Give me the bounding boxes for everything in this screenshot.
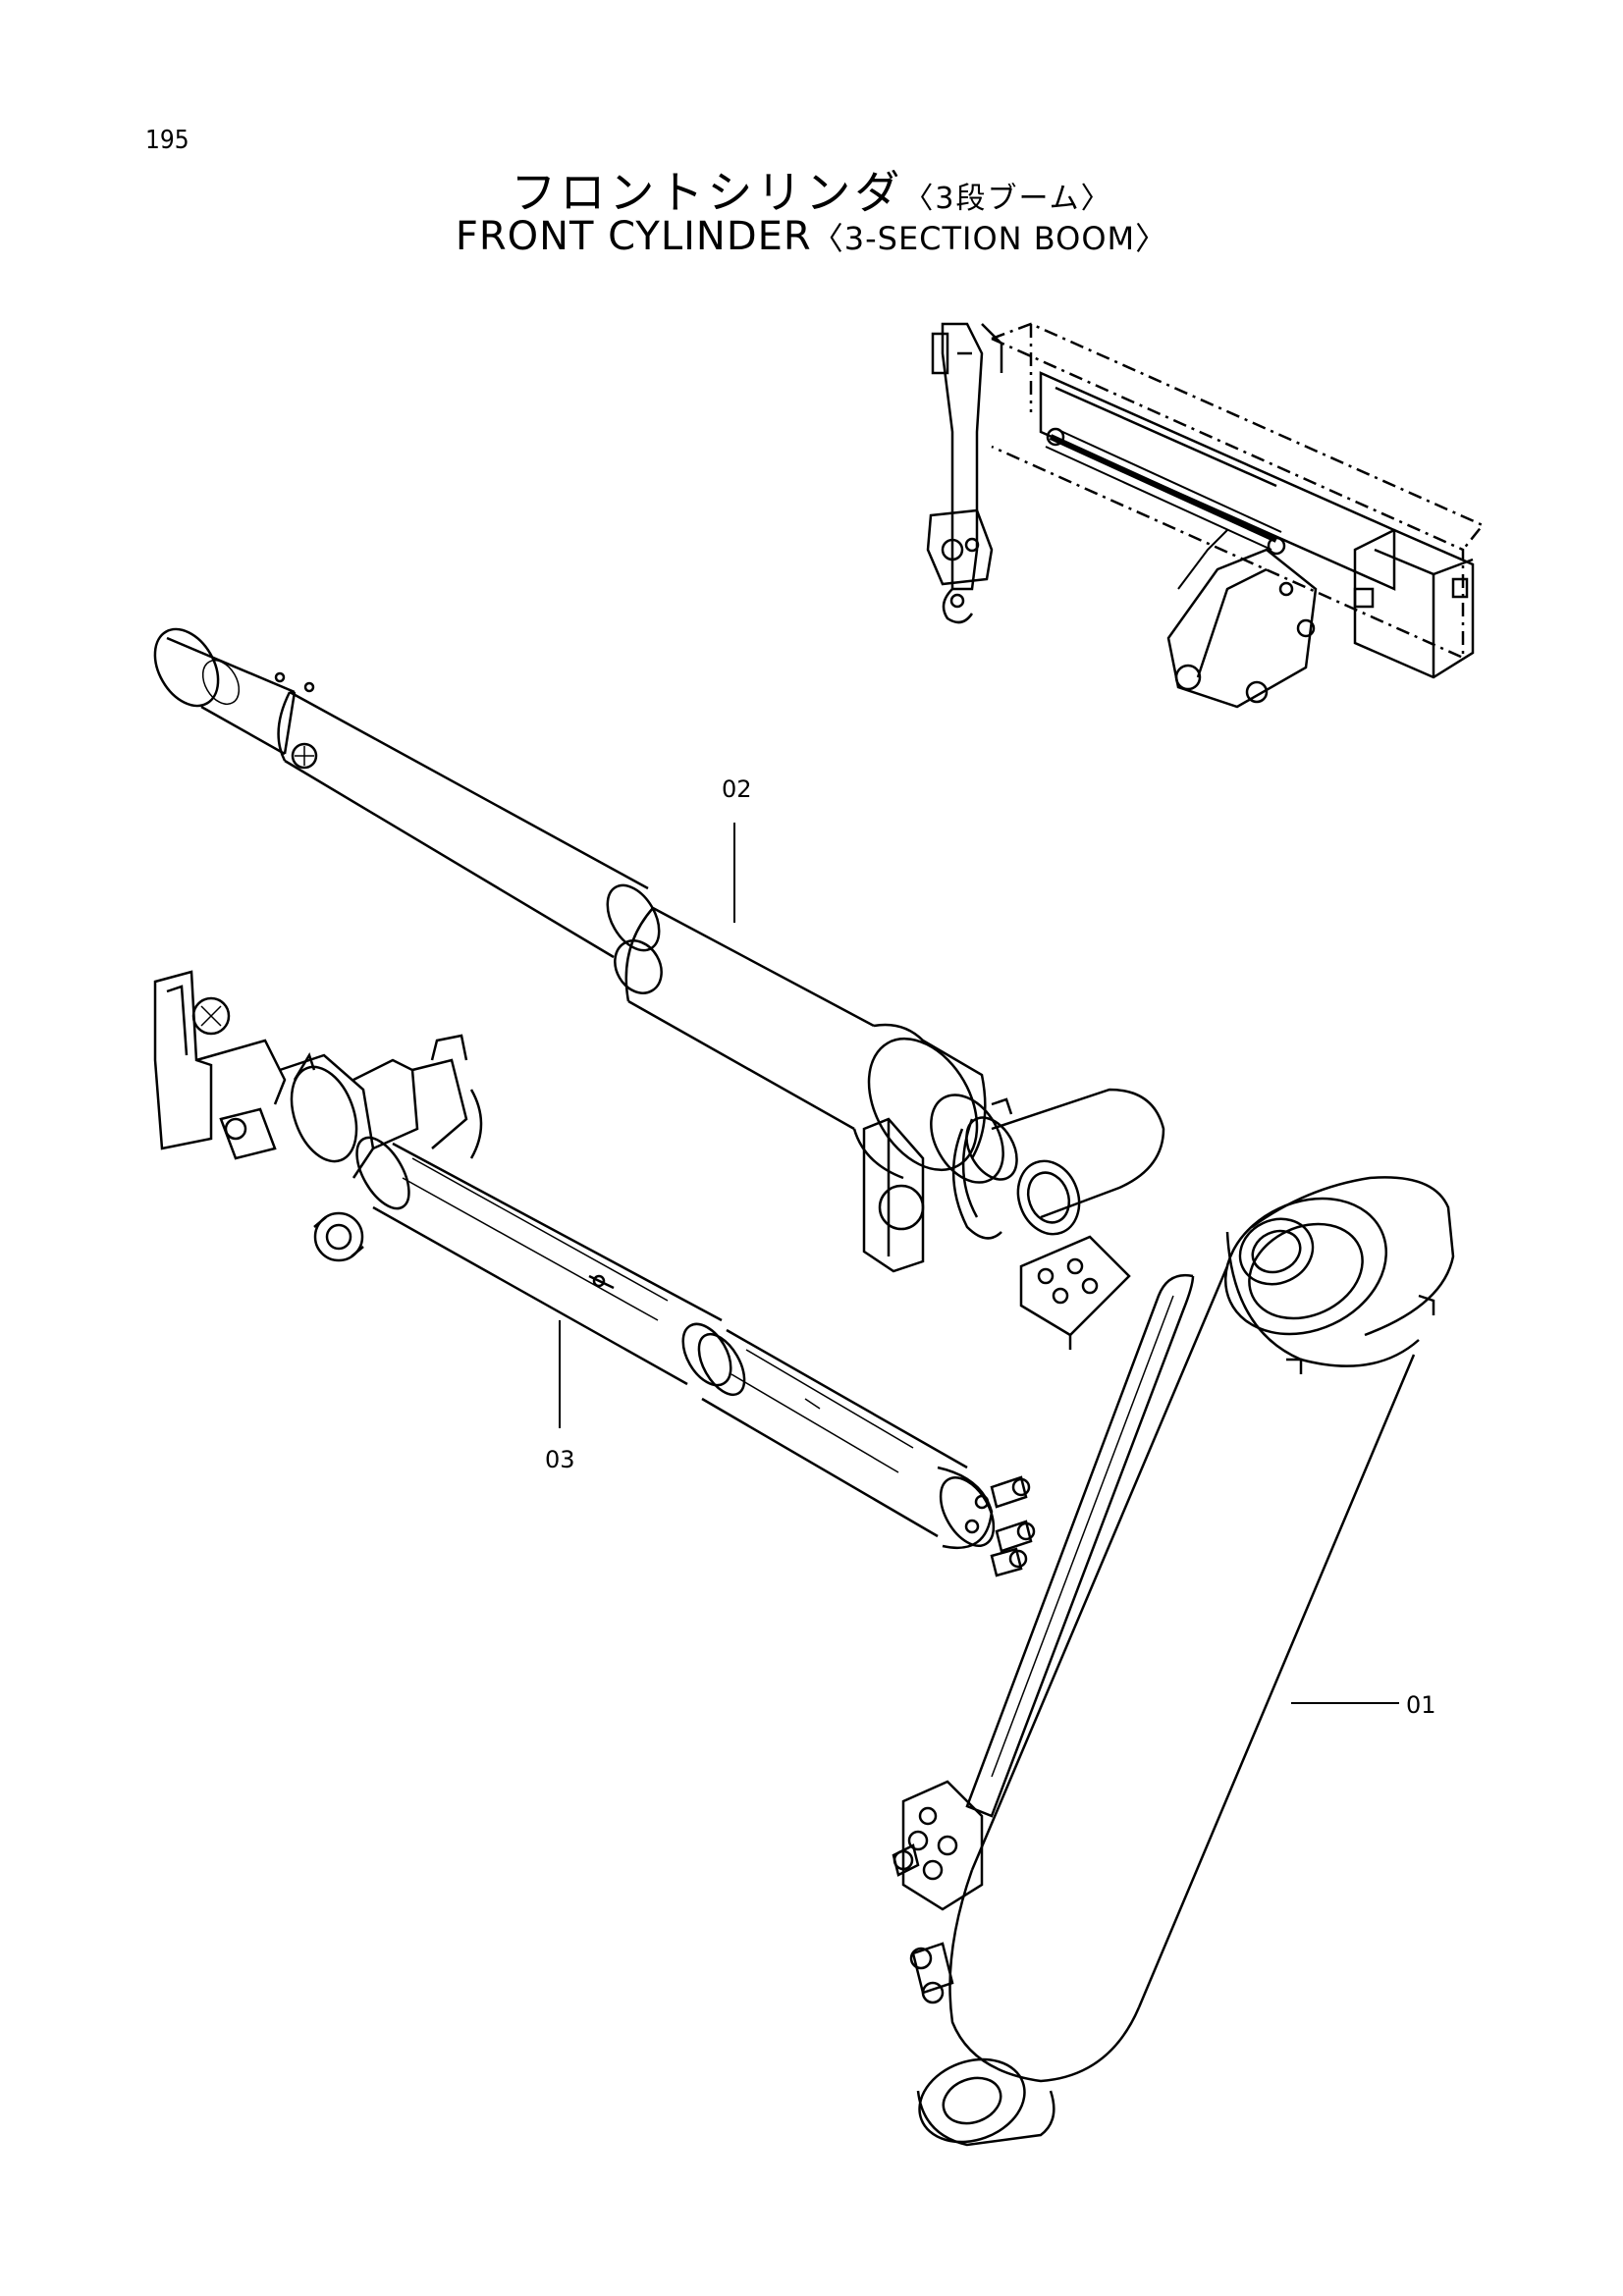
callout-02: 02	[722, 775, 752, 803]
cylinder-02-illustration	[153, 627, 1165, 1350]
cylinder-03-illustration	[153, 970, 1036, 1577]
title-japanese: フロントシリンダ〈3段ブーム〉	[0, 157, 1623, 222]
title-en-sub: 〈3-SECTION BOOM〉	[811, 220, 1168, 257]
callout-01: 01	[1406, 1691, 1436, 1719]
title-jp-main: フロントシリンダ	[511, 166, 904, 219]
page-number: 195	[145, 126, 189, 155]
cylinder-01-illustration	[892, 1176, 1455, 2147]
title-jp-sub: 〈3段ブーム〉	[903, 182, 1112, 216]
callout-03: 03	[545, 1446, 575, 1473]
title-en-main: FRONT CYLINDER	[455, 214, 812, 259]
boom-overview-illustration	[926, 322, 1485, 709]
title-english: FRONT CYLINDER〈3-SECTION BOOM〉	[0, 214, 1623, 259]
